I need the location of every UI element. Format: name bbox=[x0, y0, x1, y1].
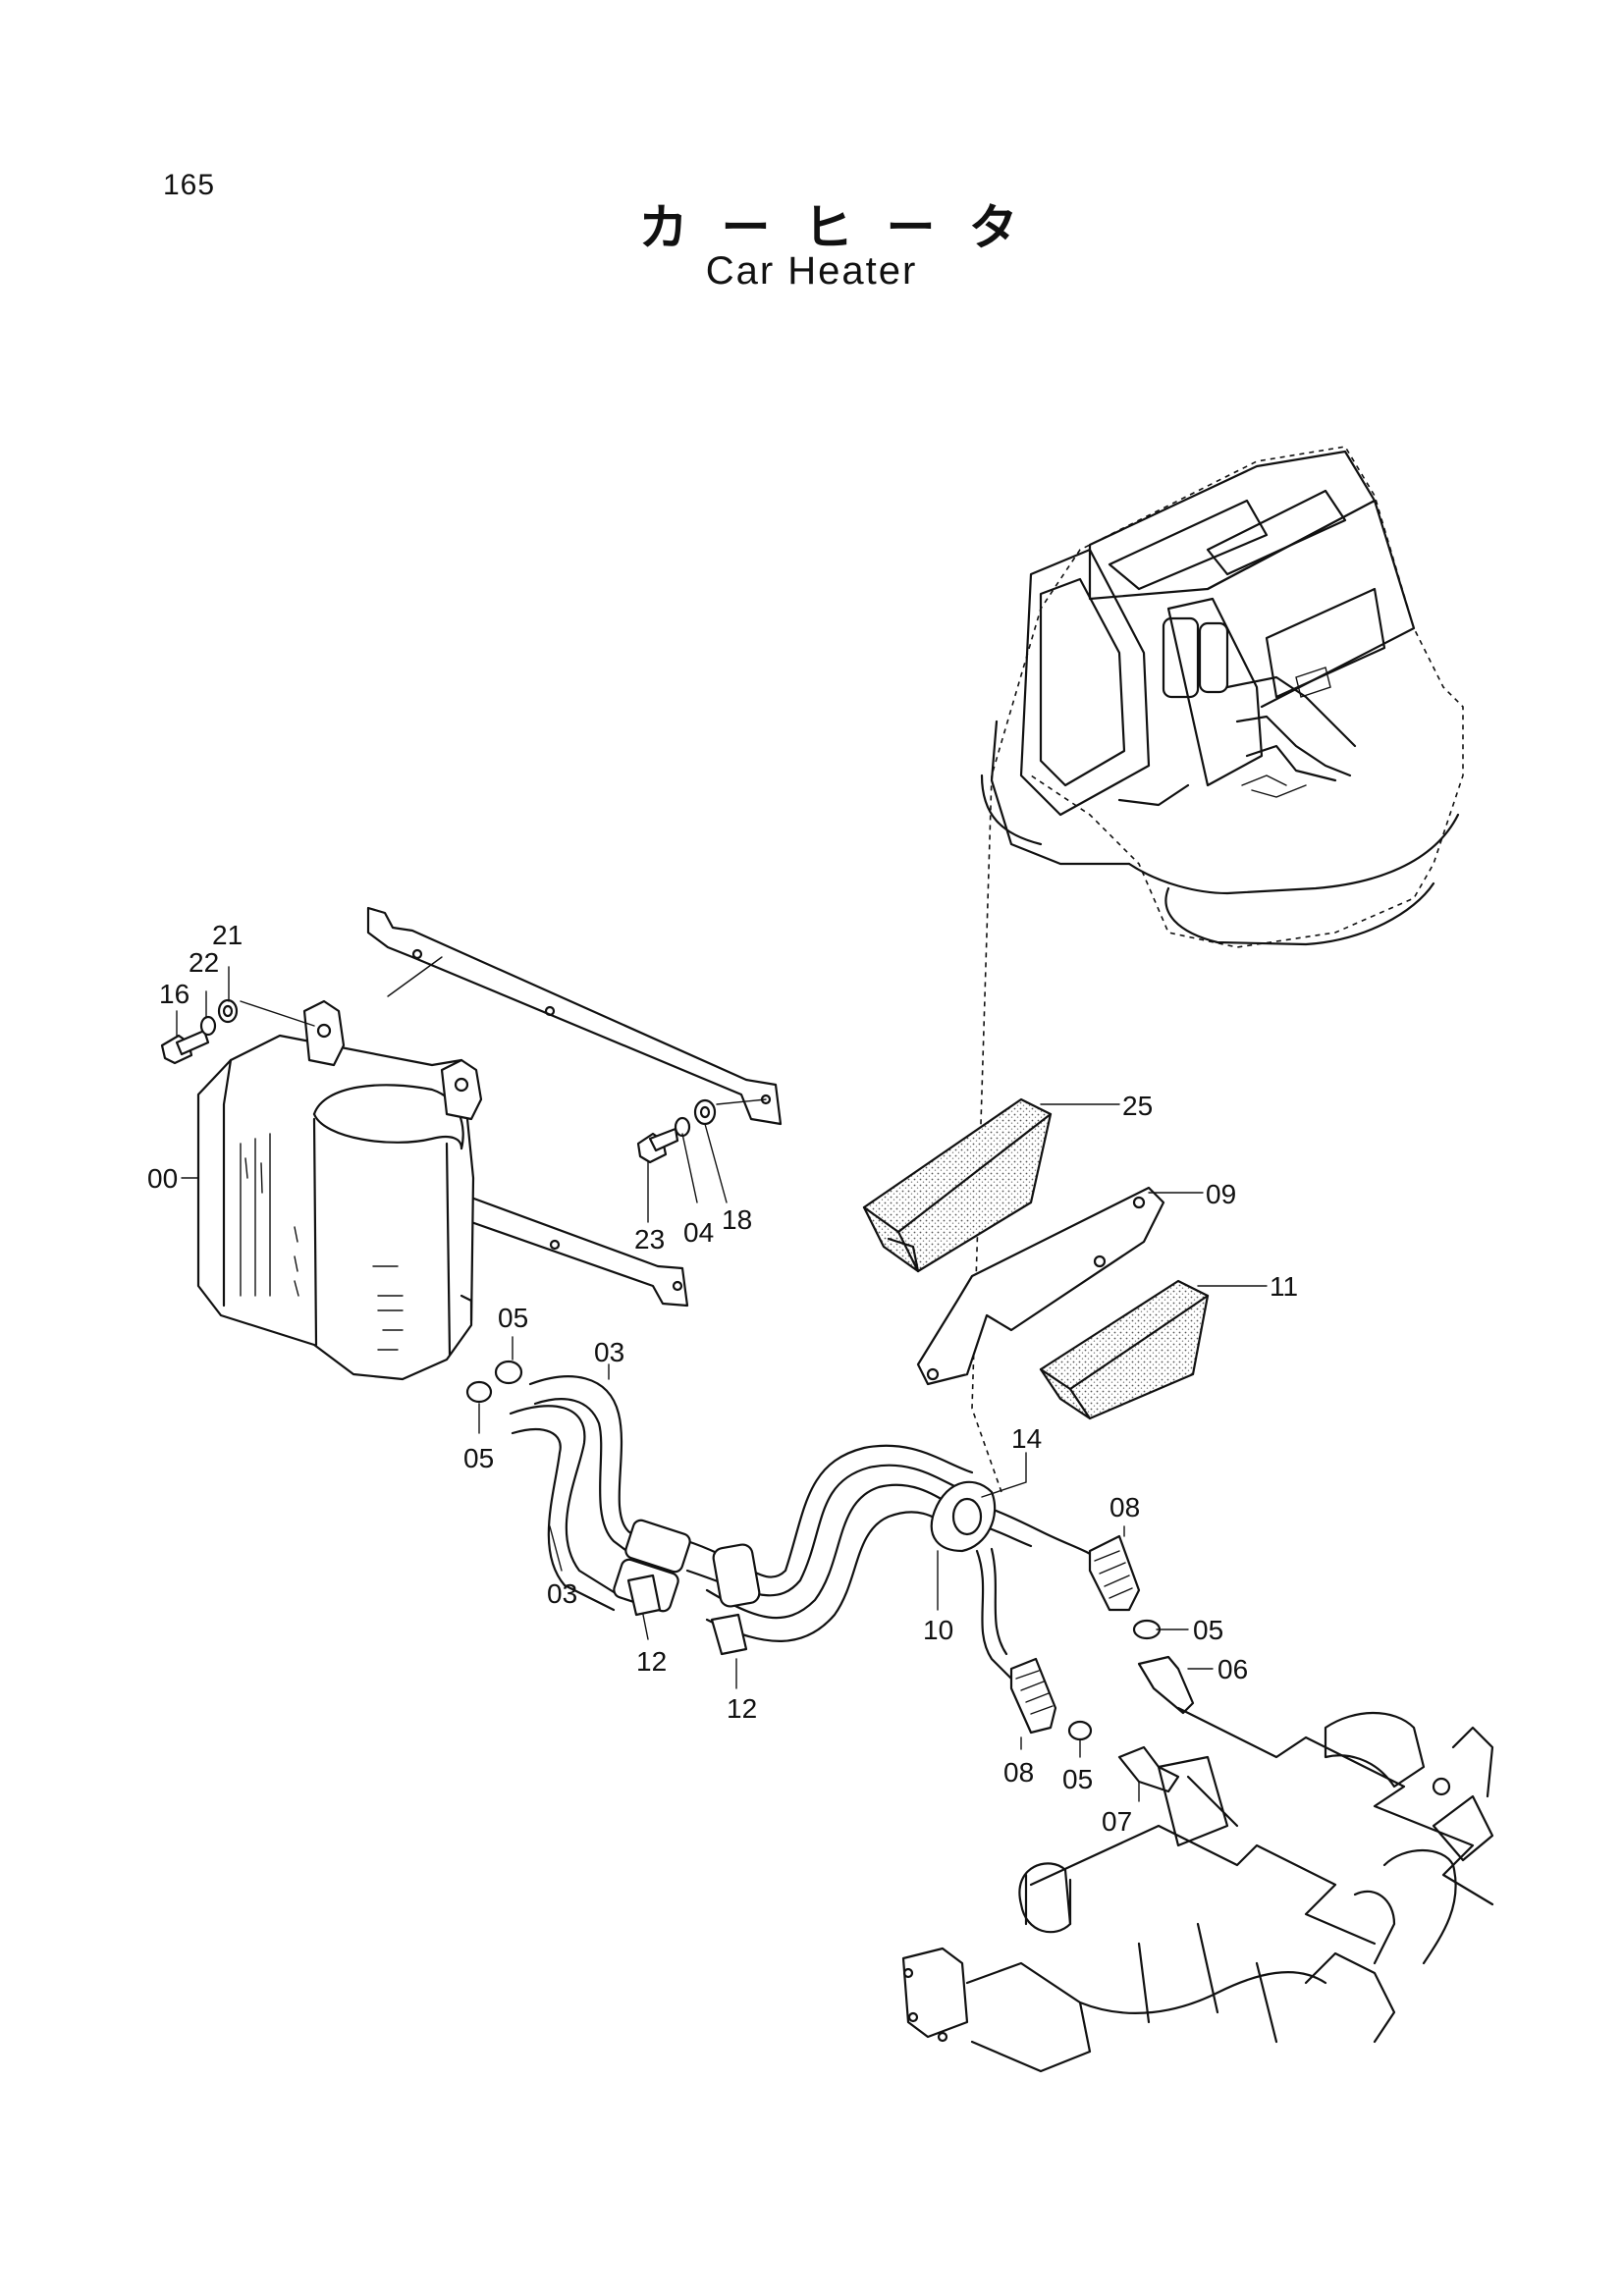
label-part-22: 22 bbox=[189, 947, 219, 978]
label-part-16: 16 bbox=[159, 979, 189, 1009]
label-part-06: 06 bbox=[1217, 1654, 1248, 1684]
label-part-11: 11 bbox=[1270, 1271, 1298, 1302]
label-part-09: 09 bbox=[1206, 1179, 1236, 1209]
label-part-03-a: 03 bbox=[594, 1337, 624, 1367]
label-part-18: 18 bbox=[722, 1204, 752, 1235]
label-part-00: 00 bbox=[147, 1163, 178, 1194]
label-part-12-a: 12 bbox=[636, 1646, 667, 1677]
label-part-08-a: 08 bbox=[1109, 1492, 1140, 1522]
label-part-12-b: 12 bbox=[727, 1693, 757, 1724]
page-number: 165 bbox=[163, 169, 216, 201]
label-part-05-d: 05 bbox=[1062, 1764, 1093, 1794]
label-part-03-b: 03 bbox=[547, 1578, 577, 1609]
label-part-04: 04 bbox=[683, 1217, 714, 1248]
heater-unit bbox=[196, 999, 483, 1381]
label-part-07: 07 bbox=[1102, 1806, 1132, 1837]
label-part-25: 25 bbox=[1122, 1091, 1153, 1121]
label-part-05-c: 05 bbox=[1193, 1615, 1223, 1645]
label-part-23: 23 bbox=[634, 1224, 665, 1255]
title-english: Car Heater bbox=[705, 249, 918, 293]
heater-hoses bbox=[465, 1360, 1195, 1793]
mounting-bracket bbox=[366, 906, 783, 1308]
fasteners bbox=[160, 998, 767, 1164]
label-part-14: 14 bbox=[1011, 1423, 1042, 1454]
label-part-10: 10 bbox=[923, 1615, 953, 1645]
cab-overview-illustration bbox=[971, 446, 1464, 1493]
engine-illustration bbox=[901, 1706, 1494, 2073]
label-part-05-b: 05 bbox=[463, 1443, 494, 1473]
insulation-and-plate bbox=[862, 1097, 1210, 1420]
label-part-08-b: 08 bbox=[1003, 1757, 1034, 1788]
leader-lines bbox=[176, 966, 1268, 1802]
label-part-05-a: 05 bbox=[498, 1303, 528, 1333]
label-part-21: 21 bbox=[212, 920, 243, 950]
part-number-labels: 25 09 11 00 21 22 16 23 04 18 05 05 03 0… bbox=[147, 920, 1298, 1837]
title-japanese: カーヒータ bbox=[638, 199, 1052, 256]
